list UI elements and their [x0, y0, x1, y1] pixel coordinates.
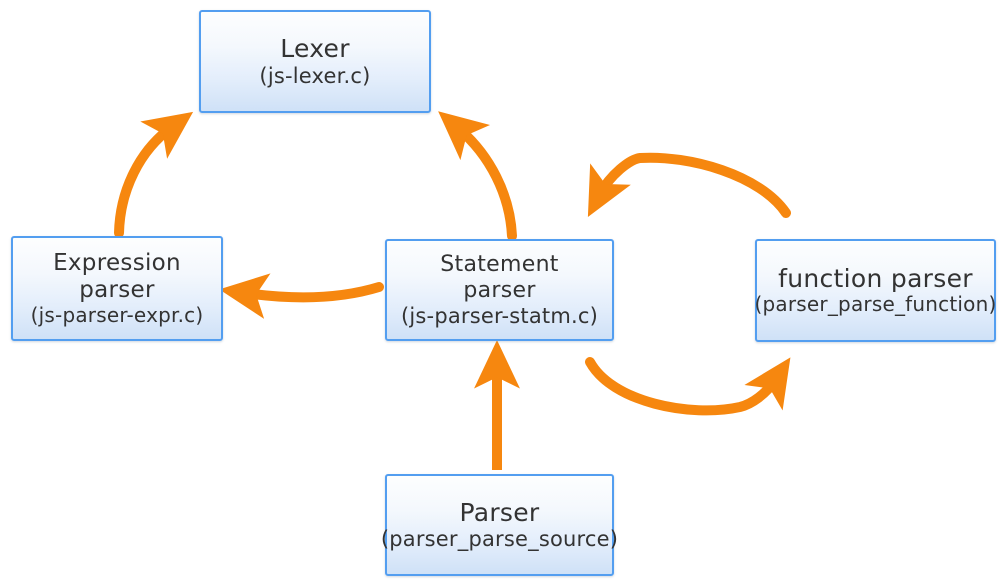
node-lexer-subtitle: (js-lexer.c) — [259, 63, 371, 88]
edge-statement-to-expression — [219, 273, 384, 319]
edge-statement-to-function — [585, 357, 791, 416]
node-expression-parser-title-line1: Expression — [53, 249, 181, 276]
node-expression-parser[interactable]: Expression parser (js-parser-expr.c) — [11, 236, 223, 341]
edge-expression-to-lexer — [114, 111, 194, 238]
node-function-parser-subtitle: (parser_parse_function) — [754, 292, 997, 317]
node-expression-parser-subtitle: (js-parser-expr.c) — [30, 302, 204, 327]
node-statement-parser-subtitle: (js-parser-statm.c) — [400, 303, 599, 328]
node-expression-parser-title-line2: parser — [79, 276, 155, 303]
node-parser-title: Parser — [459, 497, 540, 527]
node-statement-parser[interactable]: Statement parser (js-parser-statm.c) — [385, 239, 614, 341]
node-lexer-title: Lexer — [280, 34, 350, 64]
node-statement-parser-title-line2: parser — [463, 277, 536, 303]
node-statement-parser-title-line1: Statement — [440, 251, 559, 277]
node-lexer[interactable]: Lexer (js-lexer.c) — [199, 10, 431, 113]
node-function-parser[interactable]: function parser (parser_parse_function) — [755, 239, 996, 342]
node-parser-subtitle: (parser_parse_source) — [380, 527, 619, 552]
node-function-parser-title: function parser — [778, 263, 973, 293]
edge-function-to-statement — [587, 152, 791, 218]
edge-statement-to-lexer — [438, 111, 517, 241]
node-parser[interactable]: Parser (parser_parse_source) — [381, 474, 618, 576]
